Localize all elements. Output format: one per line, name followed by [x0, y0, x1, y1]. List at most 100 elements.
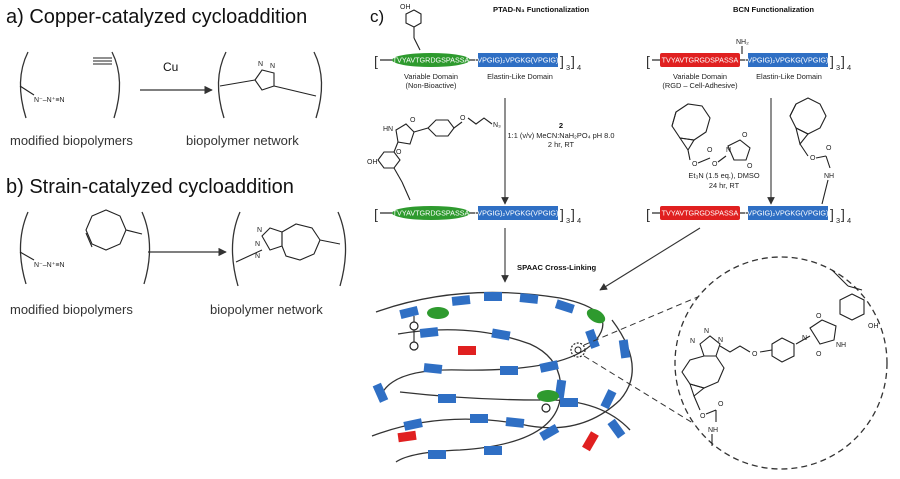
svg-text:N: N — [726, 147, 731, 154]
seq-bcn-mod: TVYAVTGRGDSPASSA — [662, 209, 739, 218]
svg-text:O: O — [816, 313, 822, 320]
svg-text:NH₂: NH₂ — [736, 39, 749, 46]
panel-b: b) Strain-catalyzed cycloaddition N⁻–N⁺≡… — [6, 176, 347, 317]
tyrosine-ring-xl — [839, 293, 865, 321]
variable-domain-green-mod — [392, 206, 470, 220]
catalyst-label: Cu — [163, 60, 178, 74]
var-domain-sub-left: (Non-Bioactive) — [406, 81, 457, 90]
svg-text:]: ] — [841, 53, 845, 69]
seq-bcn-top: TVYAVTGRGDSPASSA — [662, 56, 739, 65]
elastin-domain-blue-mod — [478, 206, 558, 220]
ptad-condition-2: 2 hr, RT — [548, 140, 575, 149]
cyclopropane-xl — [689, 383, 706, 397]
construct-ptad-unmodified: OH [ TVYAVTGRDGSPASSA (VPGIG)₂VPGKG(VPGI… — [374, 4, 581, 90]
network-chain-3 — [371, 319, 633, 437]
svg-text:O: O — [810, 155, 816, 162]
svg-text:3: 3 — [836, 63, 840, 72]
svg-text:O: O — [826, 145, 832, 152]
svg-text:N: N — [270, 63, 275, 70]
bcn-ring-product — [789, 97, 827, 135]
elp-block — [505, 417, 525, 428]
elastin-domain-blue — [478, 53, 558, 67]
green-domain — [537, 390, 559, 402]
crosslinked-network — [371, 291, 633, 463]
elp-block — [428, 450, 446, 459]
phenyl-ring-xl — [771, 337, 795, 363]
svg-text:O: O — [752, 351, 758, 358]
elp-seq-top-right: (VPGIG)₂VPGKG(VPGIG)₂ — [745, 56, 831, 65]
elp-seq-mod-right: (VPGIG)₂VPGKG(VPGIG)₂ — [745, 209, 831, 218]
triazole-ring-b — [261, 227, 283, 251]
nhs-ring — [727, 139, 751, 161]
green-domain — [427, 307, 449, 319]
rgd-block — [582, 431, 599, 452]
bcn-condition-1: Et₃N (1.5 eq.), DMSO — [688, 171, 759, 180]
svg-text:[: [ — [646, 53, 650, 69]
spaac-arrow-diagonal — [599, 227, 701, 291]
bcn-title: BCN Functionalization — [733, 5, 814, 14]
svg-text:N: N — [257, 227, 262, 234]
elp-seq-mod-left: (VPGIG)₂VPGKG(VPGIG)₂ — [475, 209, 561, 218]
bcn-lysine-product: O O NH — [789, 97, 834, 205]
svg-text:OH: OH — [367, 159, 378, 166]
elastin-domain-blue-right — [748, 53, 828, 67]
construct-ptad-modified: [ TVYAVTGRDGSPASSA (VPGIG)₂VPGKG(VPGIG)₂… — [374, 206, 581, 225]
panel-c-label: c) — [370, 7, 384, 26]
variable-domain-red-mod — [660, 206, 740, 220]
crosslink-node — [541, 403, 551, 413]
label-biopolymer-network-b: biopolymer network — [210, 302, 323, 317]
variable-domain-red — [660, 53, 740, 67]
elp-block — [539, 360, 559, 373]
elp-block — [372, 382, 389, 403]
rgd-block — [397, 430, 417, 443]
svg-text:4: 4 — [577, 63, 581, 72]
network-strand-right-b — [337, 211, 347, 287]
elp-block — [539, 424, 560, 441]
svg-text:4: 4 — [577, 216, 581, 225]
svg-text:]: ] — [571, 53, 575, 69]
green-domain — [586, 308, 606, 324]
elp-block — [451, 295, 471, 306]
urazole-ring-xl — [809, 319, 837, 345]
ptad-condition-1: 1:1 (v/v) MeCN:NaH₂PO₄ pH 8.0 — [508, 131, 615, 140]
svg-text:O: O — [712, 161, 718, 168]
svg-text:O: O — [460, 115, 466, 122]
elp-block — [484, 446, 502, 455]
cyclooctyne-ring — [85, 209, 127, 251]
svg-text:3: 3 — [566, 63, 570, 72]
svg-text:3: 3 — [836, 216, 840, 225]
svg-text:N: N — [255, 253, 260, 260]
var-domain-label-right: Variable Domain — [673, 72, 727, 81]
bcn-condition-2: 24 hr, RT — [709, 181, 740, 190]
elp-block — [600, 389, 617, 410]
svg-text:O: O — [742, 132, 748, 139]
svg-text:]: ] — [830, 53, 834, 69]
svg-text:NH: NH — [836, 342, 846, 349]
elastin-label-right: Elastin-Like Domain — [756, 72, 822, 81]
svg-text:N: N — [690, 338, 695, 345]
highlighted-crosslink — [570, 342, 586, 358]
svg-text:]: ] — [571, 206, 575, 222]
svg-text:NH: NH — [824, 173, 834, 180]
cyclopropane-reagent — [678, 137, 695, 152]
elp-seq-top-left: (VPGIG)₂VPGKG(VPGIG)₂ — [475, 56, 561, 65]
triazole-ring-xl — [699, 335, 721, 357]
svg-text:OH: OH — [868, 323, 879, 330]
elp-block — [554, 299, 575, 314]
panel-c: c) PTAD-N₃ Functionalization BCN Functio… — [367, 4, 888, 470]
elp-block — [403, 418, 423, 431]
elp-block — [607, 418, 626, 439]
elp-block — [500, 366, 518, 375]
spaac-label: SPAAC Cross-Linking — [517, 263, 597, 272]
elastin-label-left: Elastin-Like Domain — [487, 72, 553, 81]
label-modified-biopolymers-b: modified biopolymers — [10, 302, 133, 317]
elp-block — [419, 327, 439, 338]
crosslink-node — [409, 321, 419, 331]
svg-text:N: N — [704, 328, 709, 335]
svg-text:]: ] — [560, 53, 564, 69]
variable-domain-green — [392, 53, 470, 67]
seq-ptad-top: TVYAVTGRDGSPASSA — [393, 56, 470, 65]
triazole-ring-a — [254, 69, 275, 91]
svg-text:NH: NH — [708, 427, 718, 434]
